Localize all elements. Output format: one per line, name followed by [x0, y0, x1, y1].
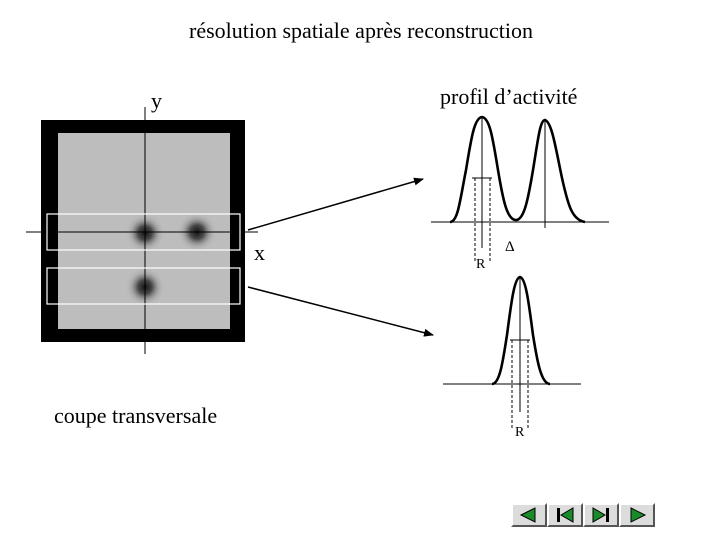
- previous-button[interactable]: [511, 503, 547, 527]
- first-slide-icon: [557, 507, 574, 523]
- image-caption: coupe transversale: [54, 403, 218, 428]
- diagram-title: résolution spatiale après reconstruction: [189, 18, 533, 43]
- profile-box-top: [46, 213, 241, 251]
- profile-top-curve: [449, 115, 586, 224]
- y-axis-label: y: [151, 88, 162, 113]
- profile-title: profil d’activité: [440, 84, 578, 109]
- profile-box-bottom: [46, 267, 241, 305]
- last-slide-icon: [592, 507, 609, 523]
- next-button[interactable]: [619, 503, 655, 527]
- resolution-label-bottom: R: [515, 425, 525, 440]
- slide-navigation: [511, 503, 655, 527]
- first-slide-button[interactable]: [547, 503, 583, 527]
- resolution-label-top: R: [476, 257, 486, 272]
- previous-triangle-icon: [519, 507, 536, 523]
- x-axis-label: x: [254, 240, 265, 265]
- arrow-top: [247, 177, 424, 231]
- profile-bottom-curve: [491, 275, 551, 386]
- arrow-bottom: [247, 286, 434, 337]
- delta-label: Δ: [505, 239, 515, 255]
- next-triangle-icon: [630, 507, 647, 523]
- last-slide-button[interactable]: [583, 503, 619, 527]
